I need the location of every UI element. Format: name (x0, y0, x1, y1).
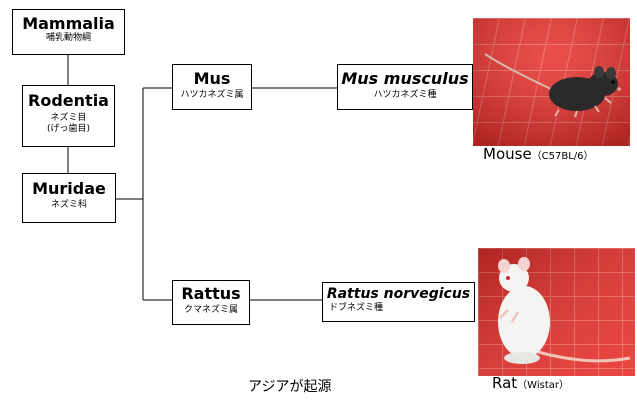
mammalia-jp: 哺乳動物綱 (45, 32, 91, 43)
rodentia-node: Rodentia ネズミ目 (げっ歯目) (22, 85, 115, 147)
rattus-node: Rattus クマネズミ属 (172, 280, 250, 325)
rat-strain: （Wistar） (517, 380, 569, 391)
mus-musculus-node: Mus musculus ハツカネズミ種 (337, 64, 473, 110)
rattus-norvegicus-name: Rattus norvegicus (326, 286, 471, 302)
rat-caption: Rat（Wistar） (492, 374, 569, 392)
rattus-norvegicus-node: Rattus norvegicus ドブネズミ種 (322, 282, 475, 322)
rodentia-jp: ネズミ目 (50, 112, 87, 123)
mouse-caption: Mouse（C57BL/6） (483, 145, 594, 163)
mouse-caption-label: Mouse (483, 145, 532, 163)
rattus-norvegicus-jp: ドブネズミ種 (329, 303, 384, 314)
muridae-node: Muridae ネズミ科 (22, 173, 116, 223)
mammalia-node: Mammalia 哺乳動物綱 (12, 9, 125, 55)
rattus-name: Rattus (181, 284, 241, 303)
mus-musculus-name: Mus musculus (341, 69, 469, 88)
mouse-photo (473, 18, 630, 146)
mus-musculus-jp: ハツカネズミ種 (373, 89, 437, 100)
muridae-jp: ネズミ科 (50, 199, 87, 210)
muridae-name: Muridae (32, 179, 106, 198)
rodentia-name: Rodentia (28, 91, 109, 110)
rat-caption-label: Rat (492, 374, 518, 392)
mammalia-name: Mammalia (22, 14, 115, 33)
rattus-jp: クマネズミ属 (183, 304, 238, 315)
origin-note: アジアが起源 (248, 379, 332, 395)
mus-jp: ハツカネズミ属 (180, 89, 244, 100)
mouse-strain: （C57BL/6） (531, 151, 594, 162)
rodentia-jp-alt: (げっ歯目) (46, 123, 91, 134)
mus-name: Mus (193, 69, 231, 88)
mus-node: Mus ハツカネズミ属 (172, 64, 252, 110)
rat-photo (478, 248, 635, 376)
